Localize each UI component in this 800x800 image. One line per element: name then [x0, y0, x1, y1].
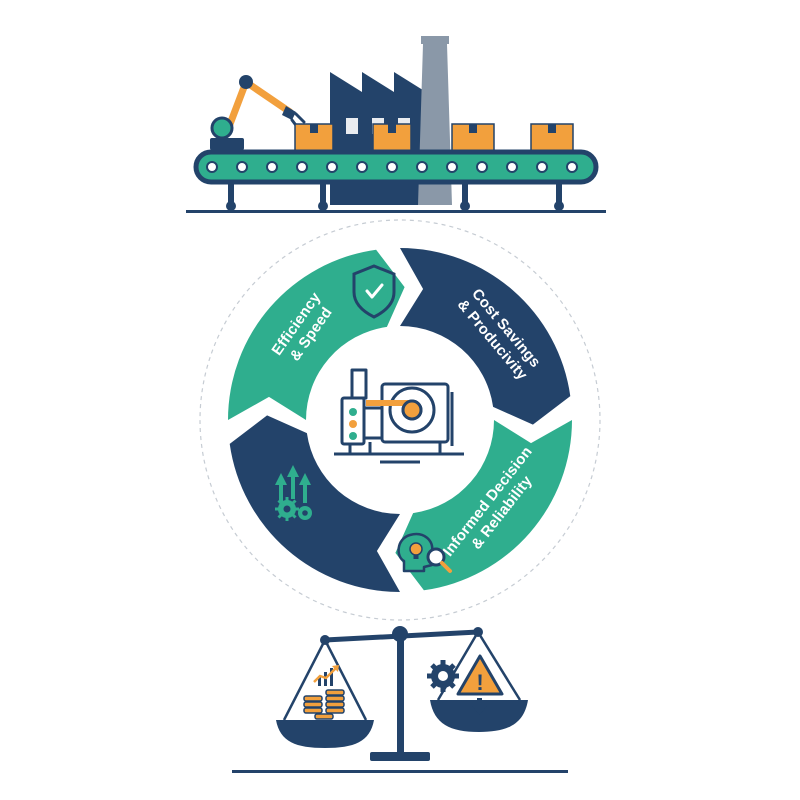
- cycle-segment: [400, 248, 571, 425]
- cycle-diagram: Efficiency & Speed Cost Savings & Produc…: [199, 219, 601, 621]
- dashed-guide-ring: [199, 219, 601, 621]
- shield-check-icon: [352, 264, 396, 319]
- box-icon: [530, 123, 574, 153]
- right-pan: !: [427, 654, 528, 732]
- box-icon: [294, 123, 334, 153]
- gear-icon: [427, 660, 459, 692]
- cycle-ring: [228, 248, 572, 592]
- head-lightbulb-magnifier-icon: [397, 532, 452, 573]
- arrows-up-gears-icon: [275, 465, 312, 521]
- coin-stack-icon: [303, 689, 345, 720]
- warning-triangle-icon: !: [456, 654, 504, 696]
- balance-scale: !: [232, 626, 568, 773]
- box-icon: [451, 123, 495, 153]
- factory-scene: [186, 36, 606, 213]
- down-arrow-icon: [472, 698, 487, 715]
- left-pan: [276, 665, 374, 748]
- growth-chart-icon: [313, 665, 339, 686]
- conveyor-belt-icon: [186, 149, 606, 213]
- industrial-machine-icon: [334, 368, 464, 464]
- cycle-segment: [229, 415, 400, 592]
- cycle-segment: [395, 420, 572, 591]
- warning-symbol: !: [476, 670, 483, 695]
- box-icon: [372, 123, 412, 153]
- robotic-arm-icon: [210, 75, 306, 150]
